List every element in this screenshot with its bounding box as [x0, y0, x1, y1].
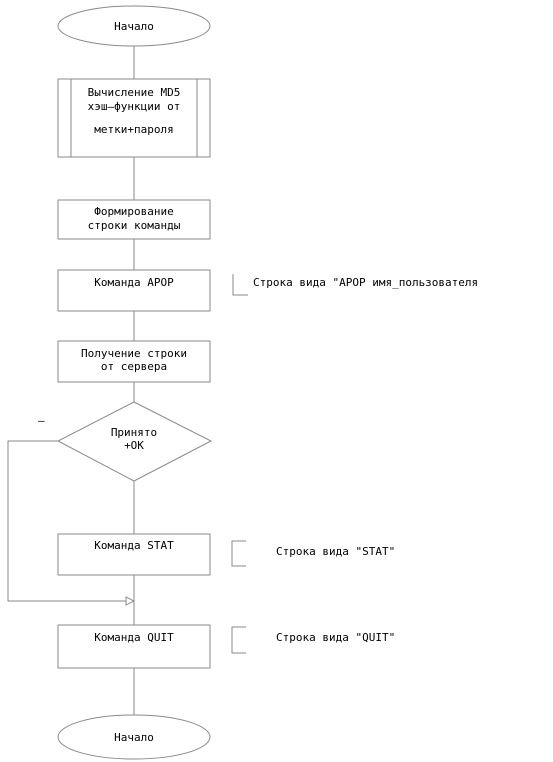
stat-comment: Строка вида "STAT": [276, 545, 395, 558]
connector-decision-no-branch: [7, 440, 126, 602]
stat-command-label: Команда STAT: [94, 539, 174, 552]
apop-command-block: Команда APOP: [57, 269, 211, 312]
receive-line-1: Получение строки: [81, 347, 187, 360]
decision-line-1: Принято: [111, 426, 157, 439]
quit-command-block: Команда QUIT: [57, 624, 211, 669]
decision-block: Принято +OK: [56, 401, 213, 482]
decision-no-label: –: [38, 414, 45, 427]
receive-line-block: Получение строки от сервера: [57, 340, 211, 383]
end-terminator: Начало: [57, 714, 211, 760]
apop-comment: Строка вида "APOP имя_пользователя: [253, 276, 478, 289]
form-command-block: Формирование строки команды: [57, 199, 211, 240]
md5-line-2: хэш–функции от: [88, 100, 181, 113]
connector-stat-comment: [231, 540, 246, 567]
form-command-line-1: Формирование: [94, 205, 173, 218]
apop-command-label: Команда APOP: [94, 276, 174, 289]
md5-line-3: метки+пароля: [94, 123, 173, 136]
start-label: Начало: [114, 20, 154, 33]
form-command-line-2: строки команды: [88, 219, 181, 232]
connector-quit-comment: [231, 626, 246, 654]
connector-apop-comment: [232, 274, 248, 296]
connectors: [7, 46, 248, 715]
start-terminator: Начало: [57, 5, 211, 47]
quit-comment: Строка вида "QUIT": [276, 631, 395, 644]
md5-process-block: Вычисление MD5 хэш–функции от метки+паро…: [57, 78, 211, 158]
stat-command-block: Команда STAT: [57, 533, 211, 576]
decision-line-2: +OK: [124, 439, 144, 452]
end-label: Начало: [114, 731, 154, 744]
md5-line-1: Вычисление MD5: [88, 86, 181, 99]
quit-command-label: Команда QUIT: [94, 631, 174, 644]
receive-line-2: от сервера: [101, 360, 167, 373]
arrowhead-merge: [125, 596, 136, 606]
